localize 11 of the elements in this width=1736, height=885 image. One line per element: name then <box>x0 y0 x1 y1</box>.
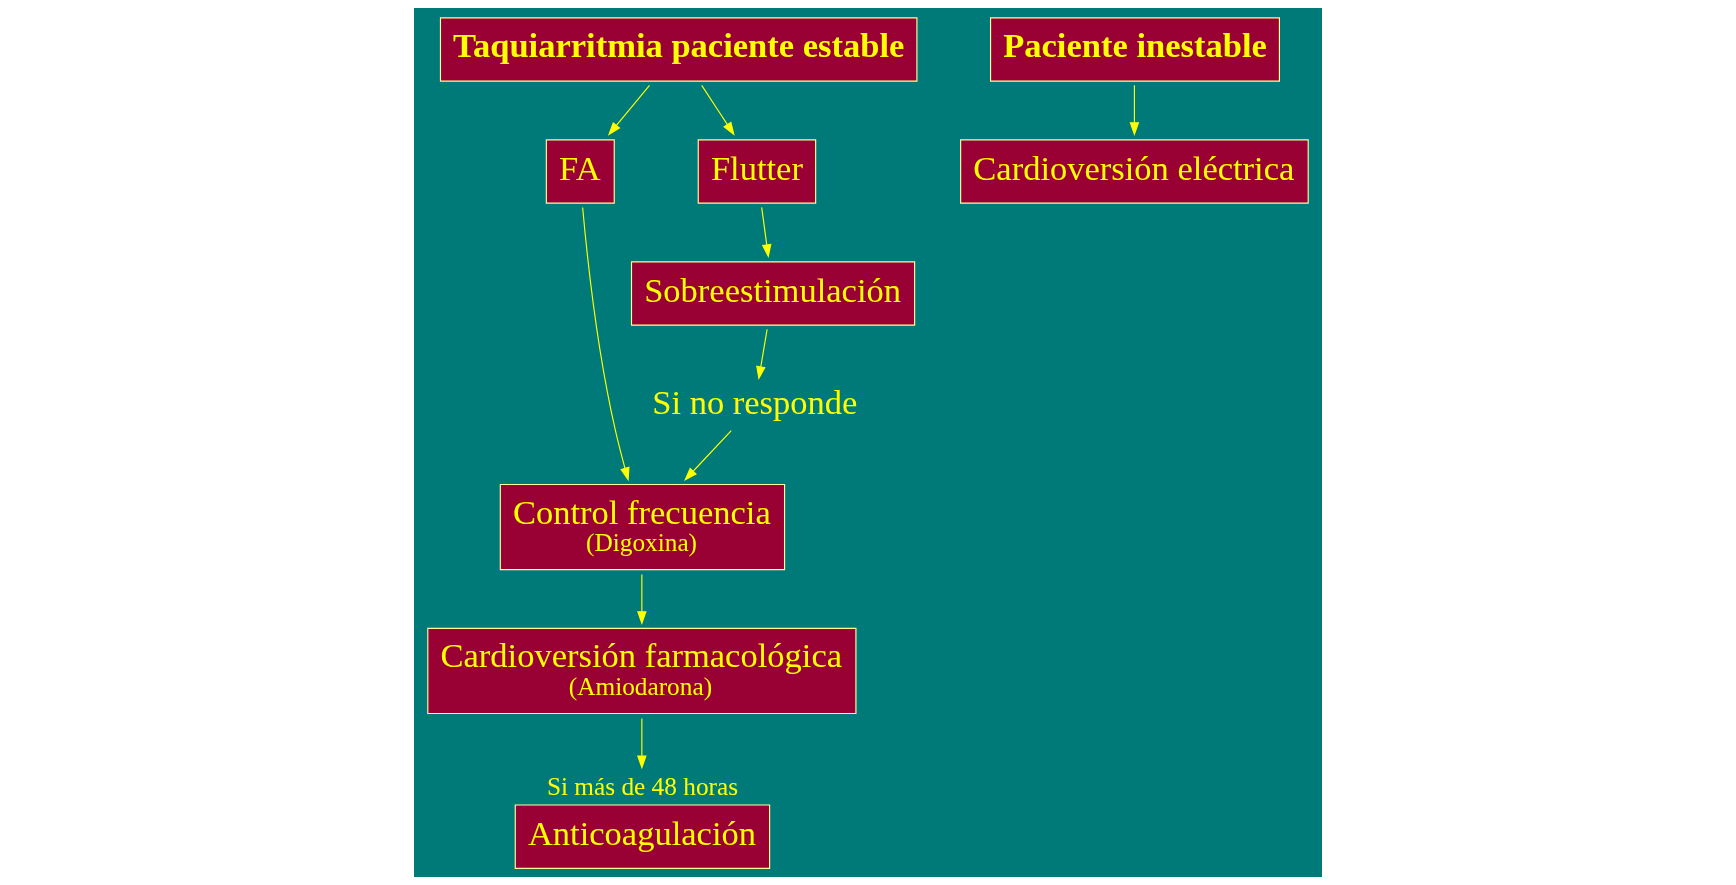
arrow <box>637 574 647 626</box>
arrow <box>761 206 772 259</box>
arrow <box>582 206 630 482</box>
node-text: Si no responde <box>652 382 858 421</box>
arrow <box>684 430 732 481</box>
arrow <box>637 717 647 770</box>
arrow <box>607 84 651 136</box>
node-label: Si más de 48 horas <box>546 772 739 801</box>
arrow <box>1129 84 1140 137</box>
arrow <box>701 84 735 136</box>
arrow <box>756 328 768 380</box>
